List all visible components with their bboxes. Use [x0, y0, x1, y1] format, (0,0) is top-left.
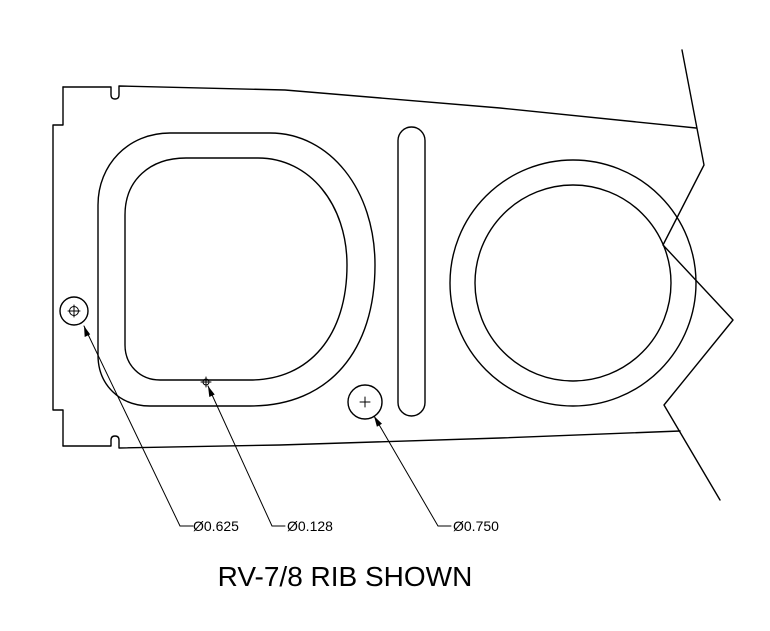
dim-label-0128: Ø0.128 — [287, 518, 333, 534]
dim-label-0625: Ø0.625 — [193, 518, 239, 534]
round-hole-inner — [474, 184, 672, 382]
dim-label-0750: Ø0.750 — [453, 518, 499, 534]
vertical-slot — [397, 126, 426, 417]
small-hole-marker — [200, 376, 212, 388]
drawing-caption: RV-7/8 RIB SHOWN — [218, 561, 473, 592]
leader-left — [83, 325, 194, 527]
left-tooling-hole — [59, 296, 89, 326]
rib-bottom-edge — [62, 430, 681, 449]
rib-top-edge — [62, 85, 697, 129]
round-hole-outer — [449, 159, 697, 407]
lightening-hole-outer — [97, 132, 376, 407]
break-line — [662, 49, 734, 501]
lightening-hole-inner — [124, 157, 348, 381]
leader-small — [207, 385, 286, 527]
right-tooling-hole — [347, 384, 383, 420]
leader-right — [373, 415, 452, 527]
rib-left-end — [52, 86, 64, 447]
